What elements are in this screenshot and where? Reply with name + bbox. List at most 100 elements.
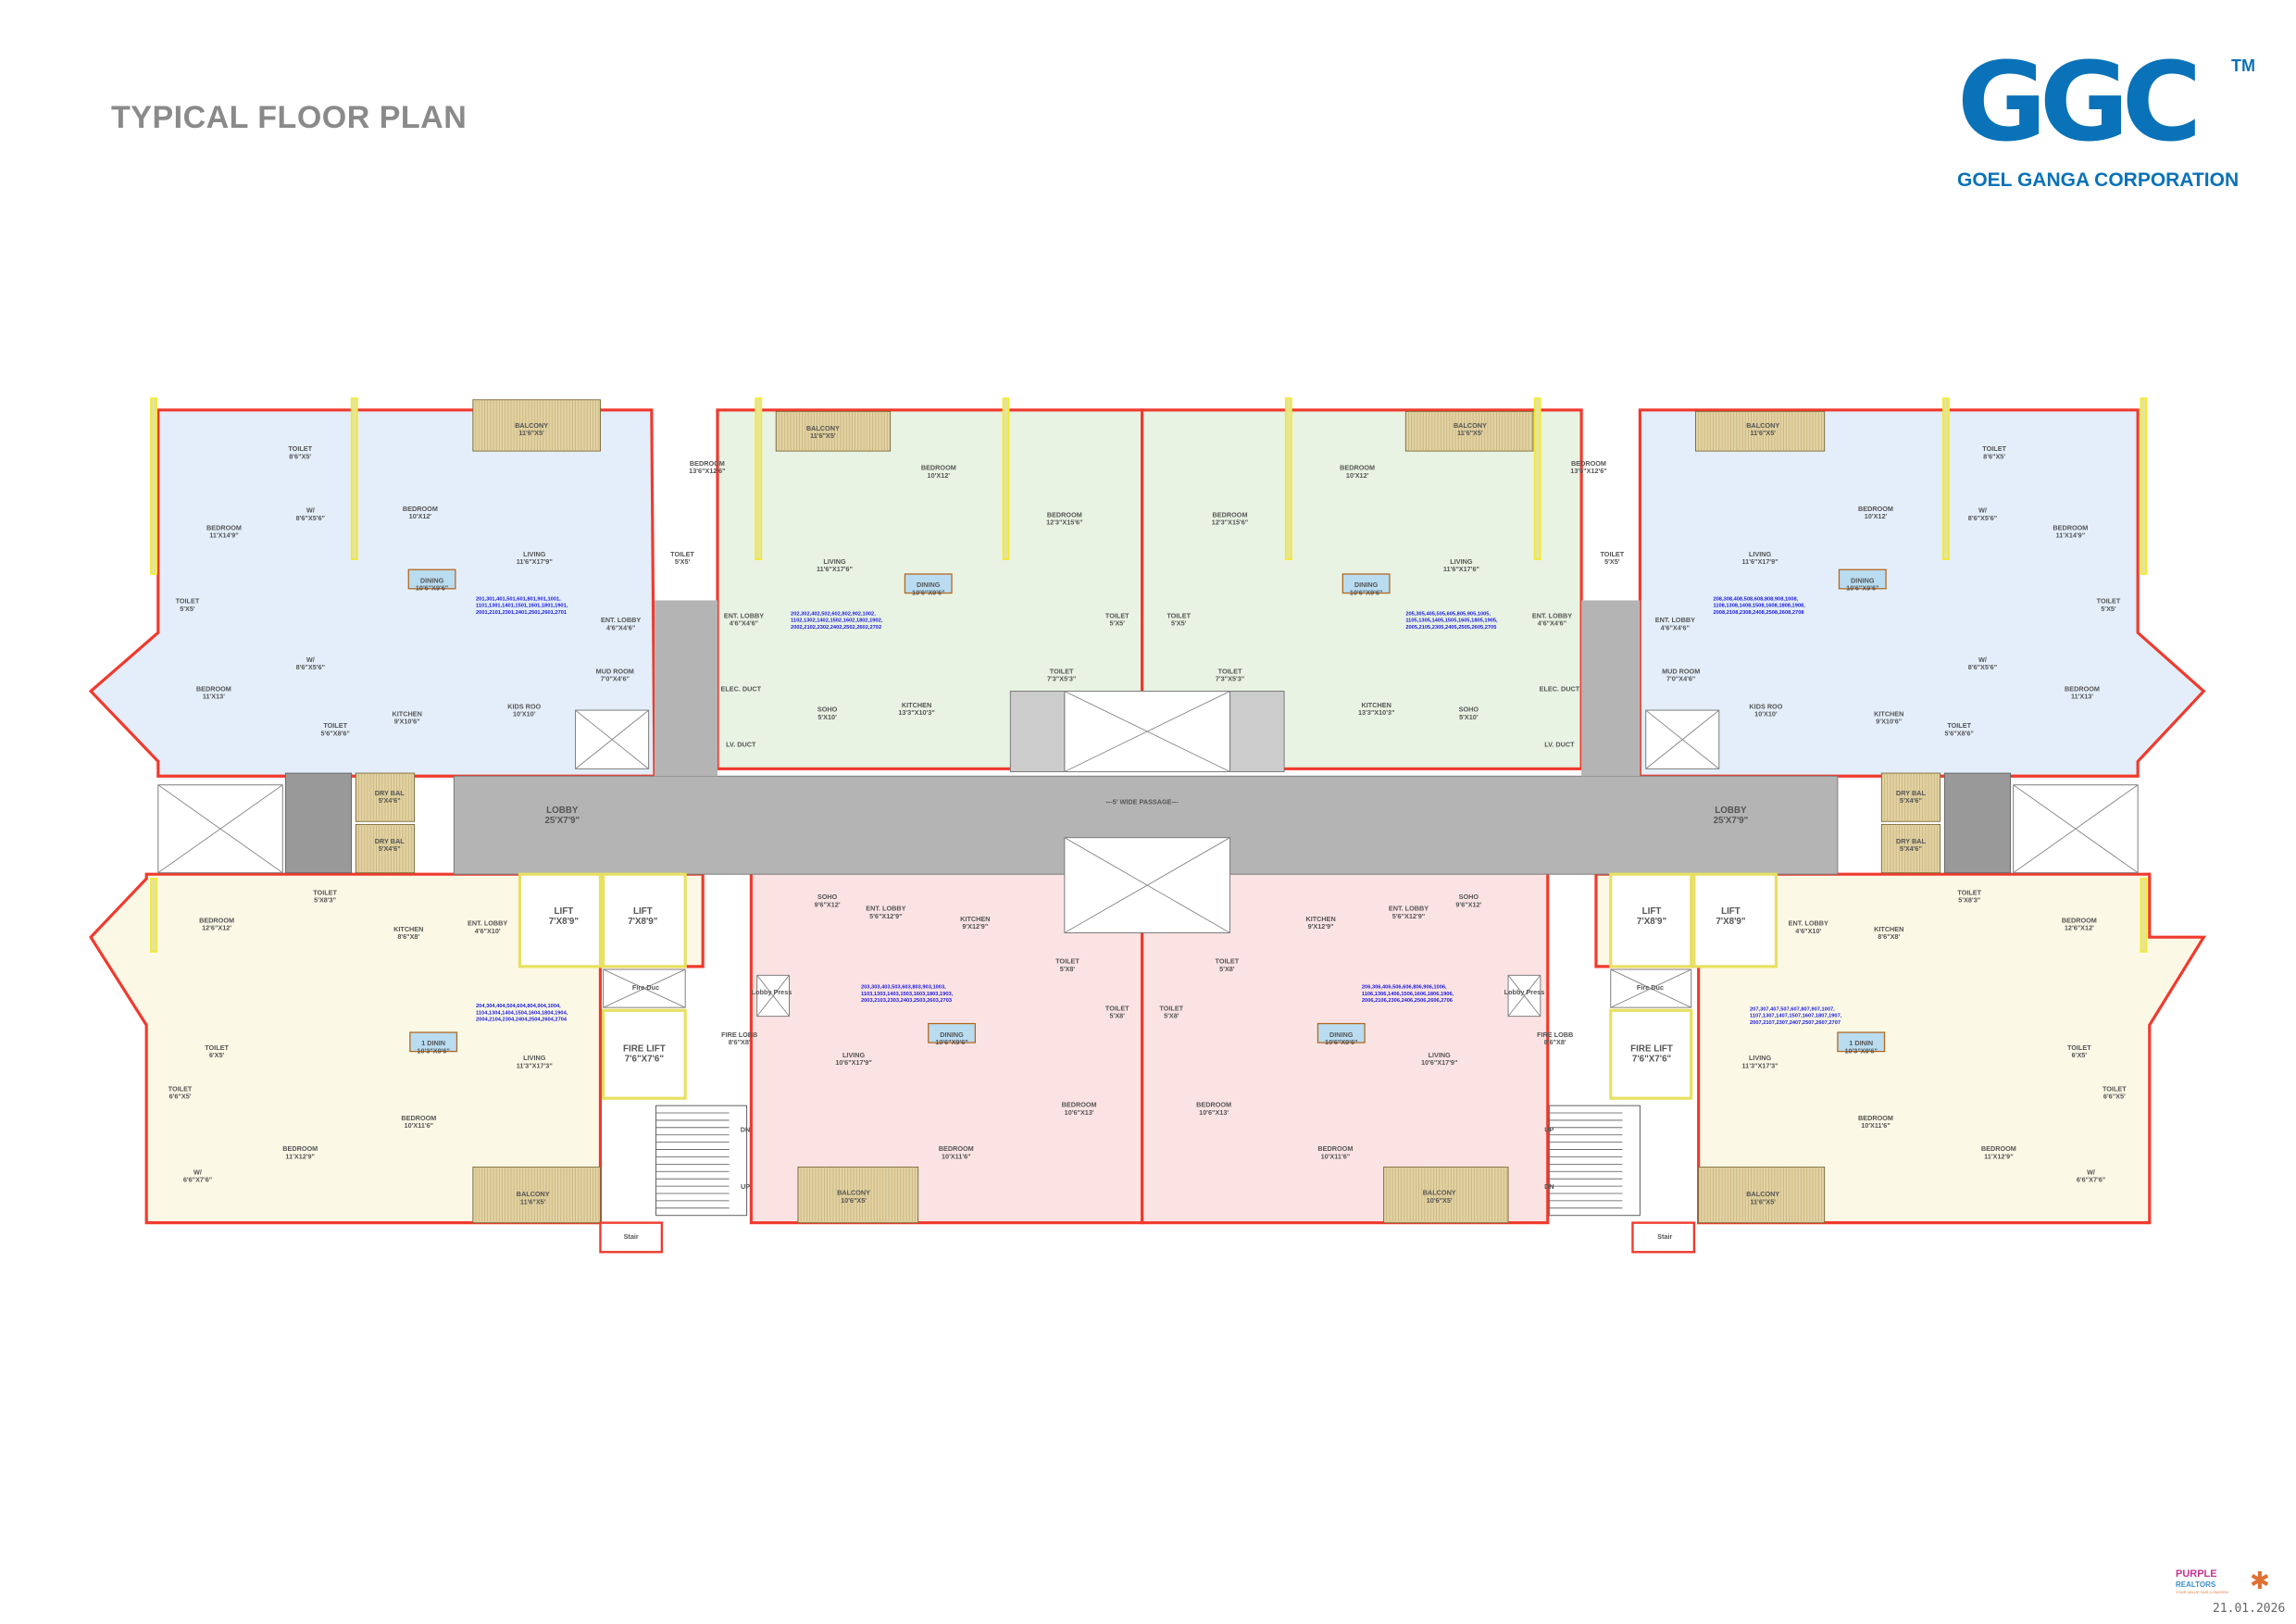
flat-numbers: 1106,1306,1406,1506,1606,1806,1906,: [1362, 992, 1454, 997]
room-ent-lobby-name: ENT. LOBBY: [1655, 616, 1695, 624]
common-lobby: LOBBY: [546, 806, 579, 816]
window-frame: [1533, 397, 1541, 560]
lobby-press-diagonal: [1507, 975, 1541, 1017]
room-w: W/8'6"X5'6": [1968, 506, 1997, 522]
room-w-name: W/: [1978, 506, 1987, 515]
common-dry-bal: DRY BAL: [375, 789, 405, 797]
room-ent-lobby-name: ENT. LOBBY: [601, 616, 641, 624]
balcony-area: [775, 410, 892, 452]
room-bedroom-size: 10'X12': [1865, 512, 1888, 520]
room-lv-duct-name: LV. DUCT: [1544, 741, 1575, 749]
room-toilet-size: 7'3"X5'3": [1216, 675, 1244, 683]
room-toilet-name: TOILET: [1982, 444, 2006, 453]
common-fire-lobb: FIRE LOBB: [1537, 1031, 1573, 1039]
common-size: 8'6"X8': [1544, 1038, 1566, 1046]
trademark-label: TM: [2231, 56, 2255, 75]
room-ent-lobby-name: ENT. LOBBY: [724, 611, 764, 619]
room-balcony-name: BALCONY: [1454, 421, 1487, 430]
room-toilet-name: TOILET: [313, 888, 337, 896]
room-bedroom-name: BEDROOM: [1571, 459, 1606, 468]
flat-numbers: 2005,2105,2305,2405,2505,2605,2705: [1405, 625, 1496, 631]
flat-numbers: 202,302,402,502,602,802,902,1002,: [791, 611, 876, 617]
room-bedroom-size: 10'X11'6": [405, 1121, 434, 1130]
common-fire-lift: FIRE LIFT: [1630, 1044, 1673, 1055]
room-toilet-size: 8'6"X5': [289, 452, 311, 460]
room-w-size: 6'6"X7'6": [2077, 1176, 2105, 1184]
open-duct-diagonal: [1645, 709, 1720, 769]
fire-duct-diagonal: [603, 968, 686, 1008]
unit-08-floor: [1638, 408, 2206, 778]
room-living-size: 11'6"X17'9": [1742, 557, 1778, 566]
common-size: 7'X8'9": [1637, 917, 1666, 927]
room-w-size: 6'6"X7'6": [183, 1176, 212, 1184]
room-lv-duct: LV. DUCT: [1544, 741, 1575, 749]
common-size: 7'6"X7'6": [1632, 1055, 1671, 1065]
room-toilet-size: 5'X8': [1060, 965, 1076, 973]
room-kitchen-name: KITCHEN: [902, 701, 931, 709]
common-dn: DN: [741, 1126, 751, 1134]
room-toilet-name: TOILET: [1159, 1004, 1183, 1012]
realtor-logo: PURPLE REALTORS YOUR VALUE OUR CONCERN ✱: [2176, 1567, 2277, 1598]
flat-numbers: 1103,1303,1403,1503,1603,1803,1903,: [861, 992, 954, 997]
room-toilet-name: TOILET: [1167, 611, 1191, 619]
room-soho-size: 5'X10': [1459, 713, 1479, 721]
common-size: 25'X7'9": [545, 816, 580, 826]
room-living-name: LIVING: [1450, 557, 1473, 566]
lobby-connector-left: [654, 600, 718, 777]
room-living-name: LIVING: [1749, 550, 1772, 558]
room-1-dinin-size: 10'3"X9'6": [417, 1046, 449, 1055]
common-dn: DN: [1544, 1182, 1554, 1191]
window-frame: [2140, 397, 2148, 575]
common-size: 5'X4'6": [1900, 796, 1922, 805]
common-fire-duc: Fire Duc: [1637, 983, 1664, 992]
room-toilet-size: 5'6"X8'6": [321, 729, 350, 737]
room-lobby-press-name: Lobby Press: [1504, 988, 1545, 996]
common-fire-lift: FIRE LIFT: [623, 1044, 666, 1055]
room-kitchen-name: KITCHEN: [960, 915, 990, 923]
lift-car: [1609, 1008, 1693, 1100]
room-toilet-size: 5'X8': [1164, 1012, 1179, 1020]
room-toilet-name: TOILET: [1947, 721, 1971, 730]
common-lobby: LOBBY: [1715, 806, 1747, 816]
room-kitchen-size: 13'3"X10'3": [898, 708, 934, 717]
common-lift: LIFT: [633, 906, 653, 917]
window-frame: [755, 397, 763, 560]
room-toilet-name: TOILET: [323, 721, 347, 730]
room-toilet-size: 5'X5': [2101, 605, 2116, 613]
flat-numbers: 2002,2102,2302,2402,2502,2602,2702: [791, 625, 881, 631]
open-duct-right-diagonal: [2013, 784, 2139, 874]
room-bedroom-size: 10'X11'6": [1321, 1152, 1351, 1160]
room-bedroom-size: 10'X12': [409, 512, 432, 520]
room-bedroom-name: BEDROOM: [1062, 1101, 1097, 1109]
room-toilet-name: TOILET: [1957, 888, 1981, 896]
common-5-wide-passage: ---5' WIDE PASSAGE---: [1105, 797, 1179, 806]
room-elec-duct-name: ELEC. DUCT: [720, 685, 761, 693]
room-toilet-name: TOILET: [1216, 957, 1240, 966]
common-size: 5'X4'6": [1900, 844, 1922, 853]
room-balcony-name: BALCONY: [1423, 1189, 1456, 1197]
room-toilet-name: TOILET: [1105, 1004, 1129, 1012]
room-balcony-name: BALCONY: [806, 424, 840, 432]
flat-numbers: 203,303,403,503,603,803,903,1003,: [861, 985, 946, 991]
